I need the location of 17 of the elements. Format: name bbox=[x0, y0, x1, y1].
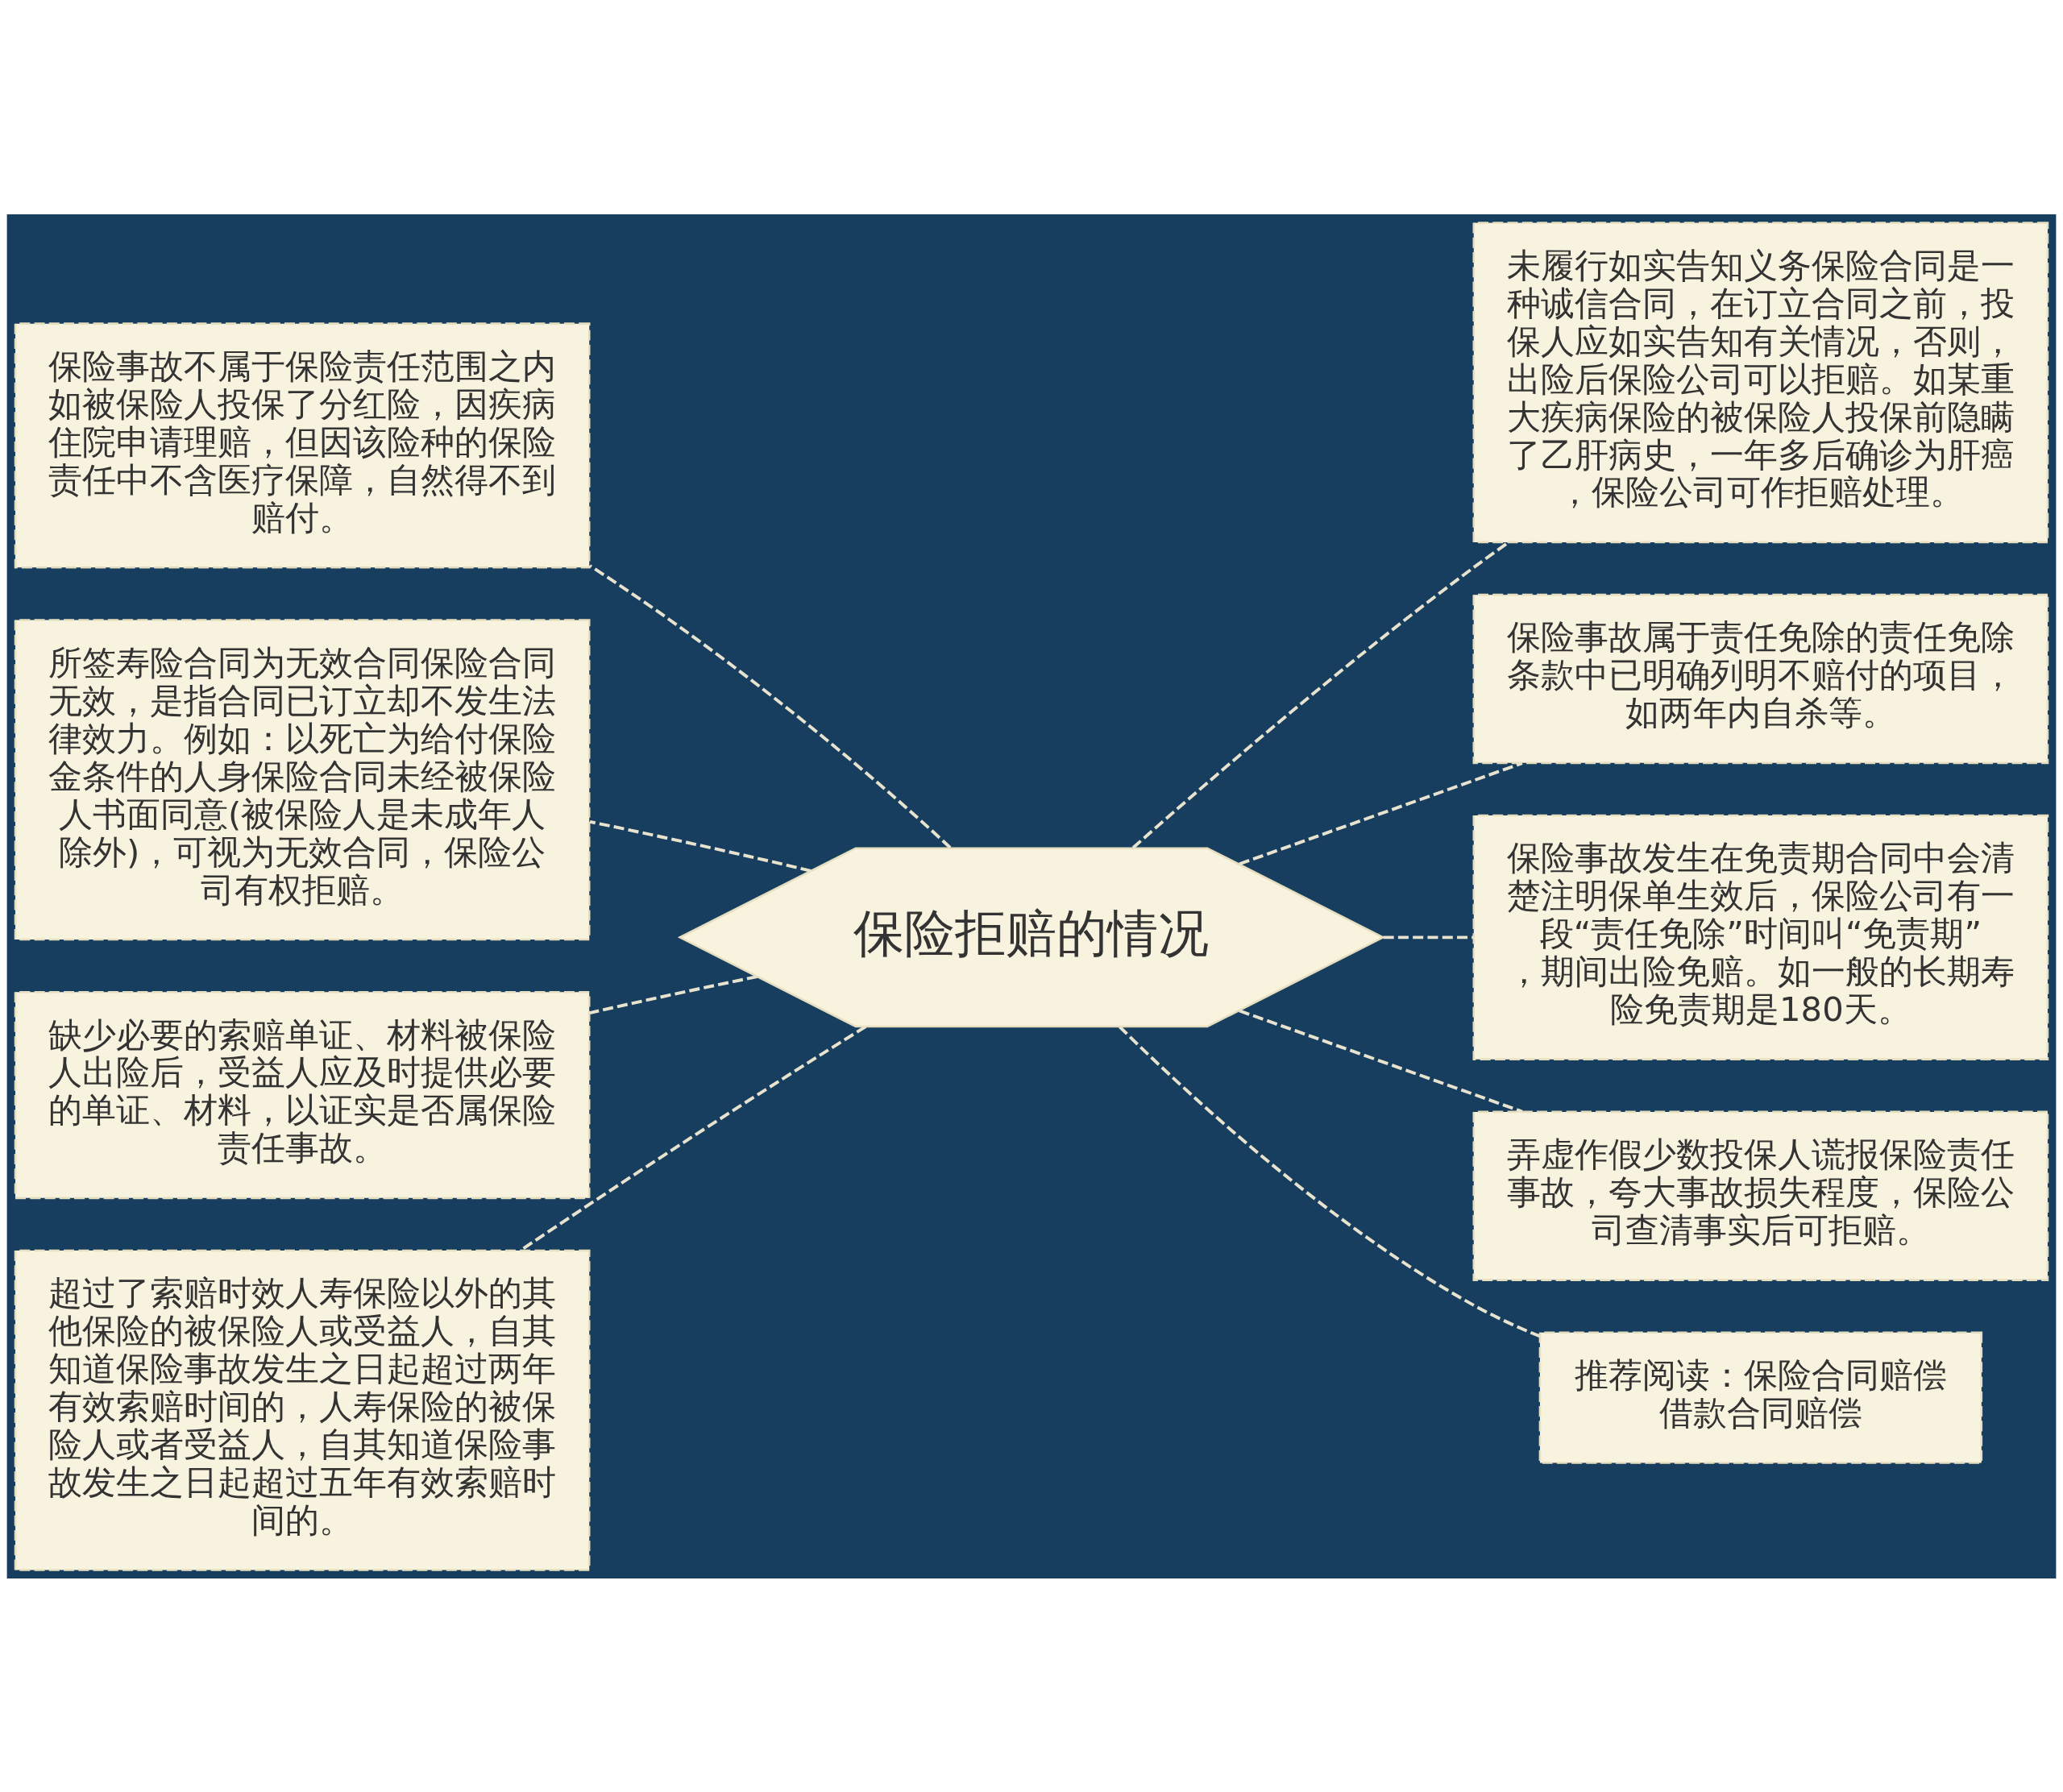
connector bbox=[1239, 761, 1523, 865]
node-box: 保险事故不属于保险责任范围之内如被保险人投保了分红险，因疾病住院申请理赔，但因该险种的保险责任中不含医疗保障，自然得不到赔付。 bbox=[14, 321, 591, 569]
connector bbox=[588, 564, 952, 848]
node-box: 保险事故属于责任免除的责任免除条款中已明确列明不赔付的项目，如两年内自杀等。 bbox=[1472, 593, 2049, 764]
node-box: 弄虚作假少数投保人谎报保险责任事故，夸大事故损失程度，保险公司查清事实后可拒赔。 bbox=[1472, 1110, 2049, 1281]
connector bbox=[589, 819, 812, 873]
connector bbox=[1383, 935, 1474, 939]
node-box: 超过了索赔时效人寿保险以外的其他保险的被保险人或受益人，自其知道保险事故发生之日起超过两年有效索赔时间的，人寿保险的被保险人或者受益人，自其知道保险事故发生之日起超过五年有效索赔时间的。 bbox=[14, 1249, 591, 1571]
node-box: 推荐阅读：保险合同赔偿 借款合同赔偿 bbox=[1538, 1331, 1983, 1464]
node-box: 所签寿险合同为无效合同保险合同无效，是指合同已订立却不发生法律效力。例如：以死亡为给付保险金条件的人身保险合同未经被保险人书面同意(被保险人是未成年人除外)，可视为无效合同，保险公司有权拒赔。 bbox=[14, 618, 591, 940]
connector bbox=[589, 974, 758, 1014]
connector bbox=[1239, 1009, 1523, 1113]
connector bbox=[1131, 541, 1509, 849]
connector bbox=[1118, 1025, 1541, 1338]
node-box: 保险事故发生在免责期合同中会清楚注明保单生效后，保险公司有一段“责任免除”时间叫“免责期”，期间出险免赔。如一般的长期寿险免责期是180天。 bbox=[1472, 814, 2049, 1060]
node-box: 未履行如实告知义务保险合同是一种诚信合同，在订立合同之前，投保人应如实告知有关情况，否则，出险后保险公司可以拒赔。如某重大疾病保险的被保险人投保前隐瞒了乙肝病史，一年多后确诊为肝癌，保险公司可作拒赔处理。 bbox=[1472, 221, 2049, 543]
node-box: 缺少必要的索赔单证、材料被保险人出险后，受益人应及时提供必要的单证、材料，以证实是否属保险责任事故。 bbox=[14, 990, 591, 1199]
